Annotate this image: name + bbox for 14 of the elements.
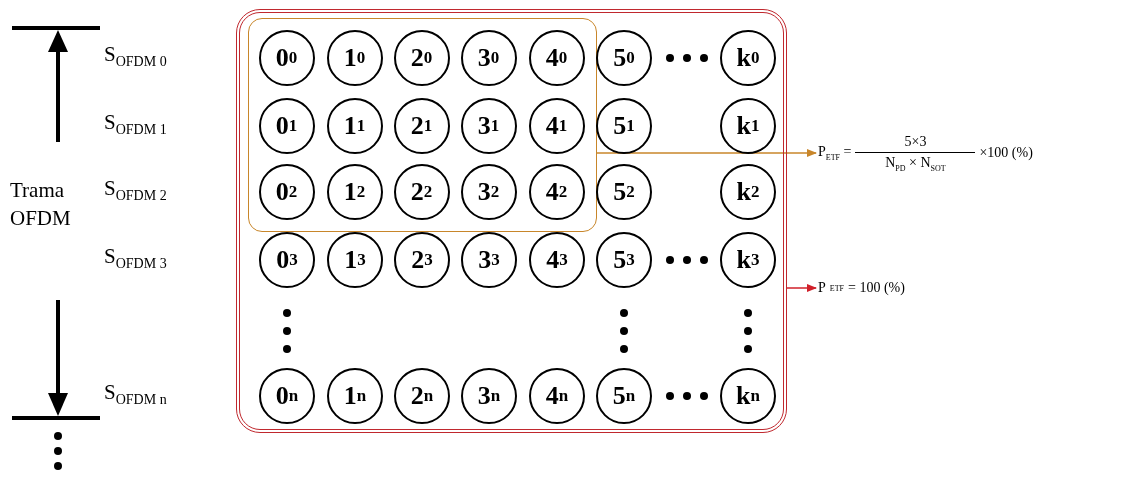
symbol-label: S$_{OFDM n}$ (104, 380, 167, 409)
group-frame (236, 9, 787, 433)
symbol-label: S$_{OFDM 2}$ (104, 176, 167, 205)
formula-text: ×100 (%) (979, 145, 1033, 161)
symbol-label: S$_{OFDM 1}$ (104, 110, 167, 139)
numerator: 5×3 (904, 133, 927, 150)
group-frame (248, 18, 597, 232)
axis-label: Trama OFDM (10, 177, 72, 232)
arrow (596, 149, 817, 157)
formula-text: P$_{ETF}$ = (818, 144, 852, 162)
denominator: N$_{PD}$ × N$_{SOT}$ (885, 154, 946, 173)
symbol-label: S$_{OFDM 3}$ (104, 244, 167, 273)
symbol-label: S$_{OFDM 0}$ (104, 42, 167, 71)
arrow (786, 284, 817, 292)
